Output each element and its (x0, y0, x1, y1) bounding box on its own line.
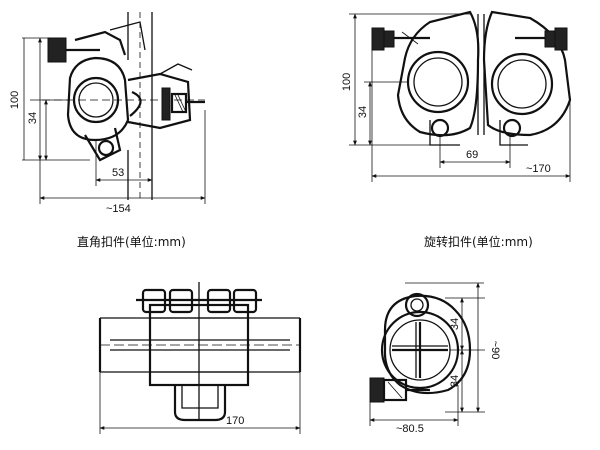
dim-sw-170: ~170 (526, 163, 551, 175)
dim-ra-half: 34 (27, 112, 39, 124)
coupler-front-view-drawing: 170 (98, 282, 302, 434)
caption-swivel-coupler: 旋转扣件(单位:mm) (424, 235, 533, 249)
coupler-side-view-drawing: 34 34 ~90 ~80.5 (369, 282, 501, 435)
dim-bs-34b: 34 (449, 375, 461, 387)
dim-ra-154: ~154 (106, 203, 131, 215)
right-angle-coupler-drawing: 100 34 53 ~154 (9, 12, 206, 215)
dim-bf-170: 170 (226, 415, 244, 427)
dim-bs-90: ~90 (489, 341, 501, 360)
dim-ra-53: 53 (112, 167, 124, 179)
dim-sw-half: 34 (357, 106, 369, 118)
dim-sw-height: 100 (341, 73, 353, 91)
caption-right-angle-coupler: 直角扣件(单位:mm) (77, 235, 186, 249)
dim-bs-34a: 34 (449, 318, 461, 330)
dim-bs-80: ~80.5 (396, 423, 424, 435)
dim-sw-69: 69 (466, 149, 478, 161)
swivel-coupler-drawing: 100 34 69 ~170 (341, 10, 572, 182)
dim-ra-height: 100 (9, 91, 21, 109)
